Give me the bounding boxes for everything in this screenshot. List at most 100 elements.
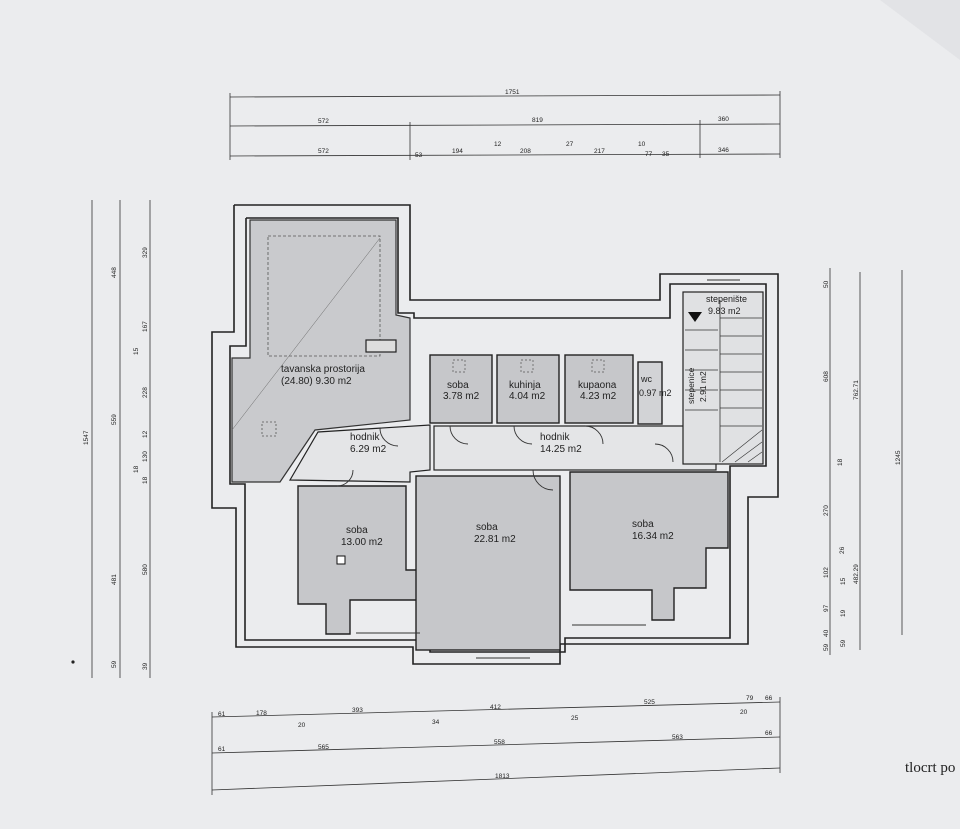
label-soba-mid-area: 22.81 m2 [474, 534, 516, 545]
label-stepenice-name: stepenice [686, 367, 696, 404]
corridor-left [288, 424, 431, 483]
dim-left-inner-3: 130 [142, 451, 149, 462]
dim-bot-r1-10: 66 [765, 695, 773, 702]
stair-direction-arrow-icon [688, 312, 702, 322]
dim-right-mid-4: 762.71 [853, 380, 860, 400]
dim-top-r3-0: 572 [318, 148, 329, 155]
dim-right-mid-2: 15 [840, 577, 847, 585]
label-stepeniste-name: stepenište [706, 294, 747, 304]
right-dimension-lines [829, 268, 903, 655]
chimney-small [336, 555, 346, 565]
dim-bot-r1-9: 79 [746, 695, 754, 702]
dim-left-inner-5: 228 [142, 387, 149, 398]
label-stepeniste-area: 9.83 m2 [708, 306, 741, 316]
dim-top-r3-7: 10 [638, 141, 646, 148]
dim-bot-r1-8: 20 [740, 709, 748, 716]
dim-top-r3-2: 194 [452, 148, 463, 155]
dim-left-inner-6: 167 [142, 321, 149, 332]
label-wc-name: wc [640, 374, 652, 384]
dim-bot-r1-6: 25 [571, 715, 579, 722]
pen-mark [71, 660, 75, 664]
dim-right-mid-1: 19 [840, 609, 847, 617]
dim-top-total: 1751 [505, 89, 520, 96]
dim-top-r2-2: 360 [718, 116, 729, 123]
dim-top-r3-3: 12 [494, 141, 502, 148]
attic-hatch [261, 421, 277, 437]
label-soba-left-name: soba [346, 525, 368, 536]
dim-top-r3-9: 35 [662, 151, 670, 158]
label-soba-small-name: soba [447, 380, 469, 391]
dim-left-mid-1: 481 [111, 574, 118, 585]
room-soba-small [429, 354, 493, 424]
attic-diagonal [231, 237, 381, 431]
room-soba-right [569, 471, 729, 621]
room-kupaona [564, 354, 634, 424]
label-kuhinja-name: kuhinja [509, 380, 541, 391]
dim-right-outer: 1245 [895, 450, 902, 465]
dim-right-inner-8: 50 [823, 280, 830, 288]
label-kupaona-area: 4.23 m2 [580, 391, 617, 402]
drawing-caption: tlocrt po [905, 760, 956, 776]
chimney [365, 339, 397, 353]
dim-bot-r2-0: 61 [218, 746, 226, 753]
dim-top-r3-6: 217 [594, 148, 605, 155]
dim-right-inner-5: 270 [823, 505, 830, 516]
corridor-main [433, 425, 717, 471]
attic-dashed-outline [267, 235, 381, 357]
dim-top-r2-1: 819 [532, 117, 543, 124]
label-stepenice-area: 2.91 m2 [698, 371, 708, 402]
dim-left-mid-2: 18 [133, 465, 140, 473]
dim-bot-r1-1: 178 [256, 710, 267, 717]
room-soba-left [297, 485, 421, 635]
dim-bot-r1-4: 34 [432, 719, 440, 726]
dim-top-r3-4: 208 [520, 148, 531, 155]
dim-bot-r2-2: 558 [494, 739, 505, 746]
label-wc-area: 0.97 m2 [639, 388, 672, 398]
label-tavanska-area: (24.80) 9.30 m2 [281, 376, 352, 387]
dim-top-r3-5: 27 [566, 141, 574, 148]
dim-bot-r2-3: 563 [672, 734, 683, 741]
dim-right-inner-3: 102 [823, 567, 830, 578]
label-kuhinja-area: 4.04 m2 [509, 391, 546, 402]
bottom-dimension-lines [211, 697, 781, 795]
dim-bot-r1-3: 393 [352, 707, 363, 714]
label-soba-mid-name: soba [476, 522, 498, 533]
dim-left-mid-5: 448 [111, 267, 118, 278]
label-soba-right-area: 16.34 m2 [632, 531, 674, 542]
dim-right-inner-7: 608 [823, 371, 830, 382]
label-soba-right-name: soba [632, 519, 654, 530]
label-soba-small-area: 3.78 m2 [443, 391, 480, 402]
dim-bot-r1-5: 412 [490, 704, 501, 711]
left-dimension-labels: 1547 59 481 18 559 15 448 39 580 18 130 … [83, 247, 149, 670]
dim-right-inner-2: 97 [823, 604, 830, 612]
skylight-markers [452, 359, 605, 373]
dim-left-inner-4: 12 [142, 430, 149, 438]
room-soba-mid [415, 475, 561, 651]
stair-steps [685, 300, 763, 463]
room-kuhinja [496, 354, 560, 424]
dim-top-r3-1: 53 [415, 152, 423, 159]
dim-bot-r2-4: 66 [765, 730, 773, 737]
dim-left-mid-3: 559 [111, 414, 118, 425]
dim-bot-r1-7: 525 [644, 699, 655, 706]
windows [356, 279, 740, 659]
dim-right-inner-0: 59 [823, 643, 830, 651]
dim-bot-r2-1: 565 [318, 744, 329, 751]
label-kupaona-name: kupaona [578, 380, 617, 391]
label-hodnik1-name: hodnik [350, 432, 380, 443]
dim-left-inner-1: 580 [142, 564, 149, 575]
dim-right-inner-4: 26 [839, 546, 846, 554]
label-soba-left-area: 13.00 m2 [341, 537, 383, 548]
door-swings [336, 425, 674, 491]
attic-area [231, 219, 411, 483]
dim-top-r3-10: 346 [718, 147, 729, 154]
dim-bot-r1-0: 61 [218, 711, 226, 718]
dim-left-inner-2: 18 [142, 476, 149, 484]
dim-left-inner-7: 329 [142, 247, 149, 258]
dim-top-r2-0: 572 [318, 118, 329, 125]
dim-left-mid-4: 15 [133, 347, 140, 355]
dim-left-outer: 1547 [83, 430, 90, 445]
dim-top-r3-8: 77 [645, 151, 653, 158]
dim-right-inner-6: 18 [837, 458, 844, 466]
